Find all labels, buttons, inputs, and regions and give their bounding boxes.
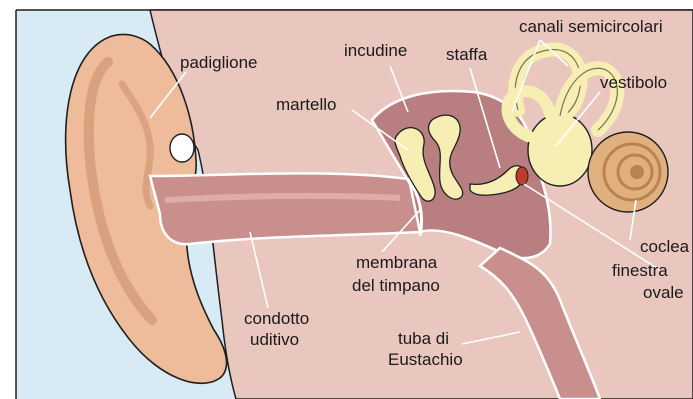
ear-canal — [150, 173, 420, 244]
ear-opening-highlight — [170, 134, 194, 162]
label-padiglione: padiglione — [180, 53, 258, 72]
label-del-timpano: del timpano — [352, 276, 440, 295]
cochlea-apex — [630, 165, 644, 179]
label-staffa: staffa — [446, 45, 488, 64]
label-canali-semicircolari: canali semicircolari — [519, 17, 663, 36]
label-eustachio: Eustachio — [388, 350, 463, 369]
label-condotto: condotto — [244, 309, 309, 328]
label-ovale: ovale — [643, 283, 684, 302]
label-vestibolo: vestibolo — [600, 73, 667, 92]
label-tuba-di: tuba di — [398, 329, 449, 348]
label-martello: martello — [276, 95, 336, 114]
label-uditivo: uditivo — [250, 330, 299, 349]
label-membrana: membrana — [356, 253, 438, 272]
label-coclea: coclea — [640, 237, 690, 256]
label-finestra: finestra — [612, 261, 668, 280]
oval-window — [516, 167, 528, 185]
label-incudine: incudine — [344, 41, 407, 60]
